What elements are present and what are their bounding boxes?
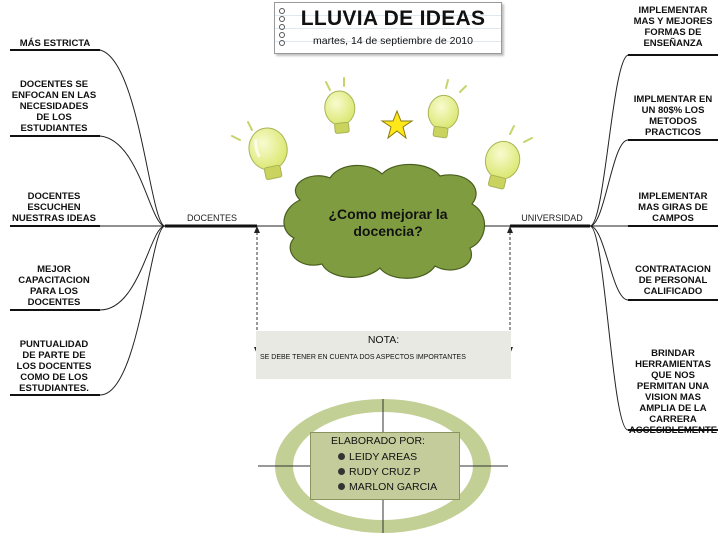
page-title: LLUVIA DE IDEAS — [300, 7, 486, 30]
right-topic: IMPLEMENTAR MAS GIRAS DE CAMPOS — [638, 191, 708, 224]
left-topic: MEJOR CAPACITACION PARA LOS DOCENTES — [18, 264, 90, 308]
title-card: LLUVIA DE IDEAS martes, 14 de septiembre… — [274, 2, 502, 54]
left-topic: PUNTUALIDAD DE PARTE DE LOS DOCENTES COM… — [16, 339, 92, 394]
question-cloud — [283, 163, 486, 279]
credit-name: RUDY CRUZ P — [338, 466, 421, 478]
lightbulb-icon — [324, 90, 356, 134]
credit-name: MARLON GARCIA — [338, 481, 437, 493]
right-topic: IMPLMENTAR EN UN 80$% LOS METODOS PRACTI… — [633, 94, 713, 138]
branch-label-docentes: DOCENTES — [186, 213, 237, 223]
credits-box: ELABORADO POR: LEIDY AREAS RUDY CRUZ P M… — [310, 432, 460, 500]
credits-title: ELABORADO POR: — [331, 435, 425, 447]
central-question: ¿Como mejorar la docencia? — [328, 206, 448, 239]
note-connectors — [256, 232, 511, 348]
lightbulb-icon — [248, 127, 288, 181]
bullet-icon — [338, 483, 345, 490]
bullet-icon — [338, 468, 345, 475]
page-date: martes, 14 de septiembre de 2010 — [313, 35, 473, 47]
note-title: NOTA: — [367, 334, 400, 346]
right-topic: BRINDAR HERRAMIENTAS QUE NOS PERMITAN UN… — [628, 348, 718, 436]
left-topic: MÁS ESTRICTA — [19, 38, 91, 49]
star-icon — [380, 109, 414, 140]
note-box: NOTA: SE DEBE TENER EN CUENTA DOS ASPECT… — [256, 331, 511, 379]
bulb-rays — [231, 77, 533, 143]
right-topic: CONTRATACION DE PERSONAL CALIFICADO — [635, 264, 711, 297]
left-topic: DOCENTES SE ENFOCAN EN LAS NECESIDADES D… — [11, 79, 97, 134]
notebook-rings-icon — [279, 8, 285, 46]
left-underlines — [10, 49, 257, 396]
lightbulb-icon — [427, 94, 459, 139]
branch-label-universidad: UNIVERSIDAD — [521, 213, 583, 223]
note-text: SE DEBE TENER EN CUENTA DOS ASPECTOS IMP… — [260, 354, 466, 361]
left-topic: DOCENTES ESCUCHEN NUESTRAS IDEAS — [12, 191, 96, 224]
right-underlines — [510, 54, 718, 431]
right-topic: IMPLEMENTAR MAS Y MEJORES FORMAS DE ENSE… — [633, 5, 713, 49]
lightbulb-icon — [484, 140, 521, 190]
credit-name: LEIDY AREAS — [338, 451, 417, 463]
bullet-icon — [338, 453, 345, 460]
